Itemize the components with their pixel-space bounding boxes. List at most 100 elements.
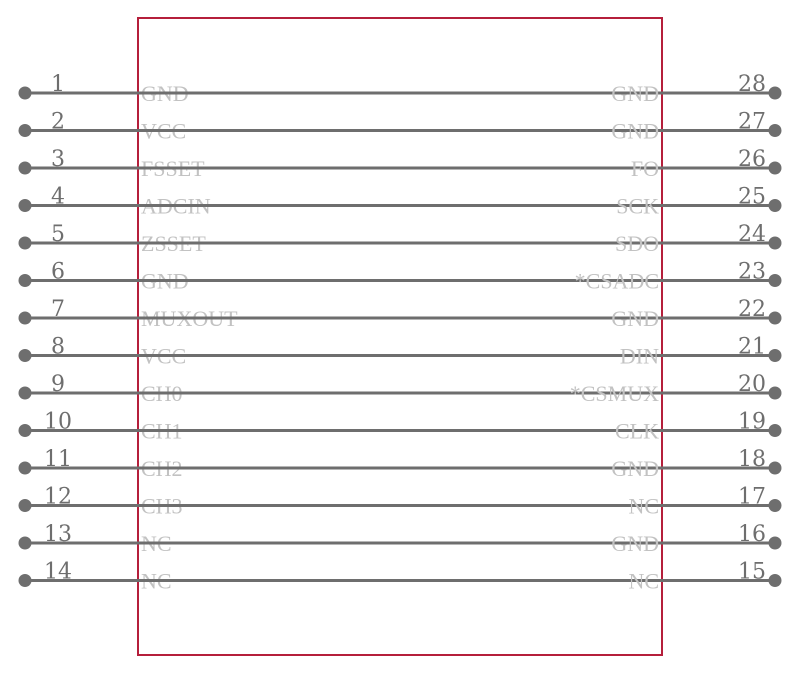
pin-number: 7 [51,297,65,322]
pin-number: 19 [738,410,766,435]
pin-number: 1 [51,72,65,97]
pin-number: 28 [738,72,766,97]
pin-name-label: SCK [616,194,659,219]
pin-number: 8 [51,335,65,360]
pin-terminal-dot [768,124,782,137]
pin-terminal-dot [768,424,782,437]
pin-terminal-dot [768,536,782,550]
pin-number: 13 [44,522,72,547]
pin-number: 9 [51,372,65,397]
pin-number: 27 [738,110,766,135]
pin-name-label: *CSADC [575,269,659,294]
pin-terminal-dot [18,236,32,250]
pin-number: 2 [51,110,65,135]
pin-name-label: CLK [615,419,659,444]
pin-terminal-dot [18,386,32,400]
pin-number: 11 [44,447,72,472]
pin-terminal-dot [18,86,32,100]
pin-16: 16 GND [138,522,782,556]
pin-name-label: GND [611,456,659,481]
pin-name-label: GND [611,306,659,331]
pin-name-label: GND [611,119,659,144]
pin-terminal-dot [768,86,782,100]
right-pin-group: 28GND27GND26FO25SCK24SDO23*CSADC22GND21D… [138,72,782,594]
pin-terminal-dot [768,161,782,175]
pin-terminal-dot [18,461,32,475]
pin-terminal-dot [768,274,782,287]
pin-name-label: DIN [620,344,659,369]
pin-terminal-dot [18,311,32,325]
pin-terminal-dot [768,236,782,250]
pin-number: 24 [738,222,766,247]
pin-terminal-dot [768,574,782,587]
pin-number: 3 [51,147,65,172]
pin-18: 18 GND [138,447,782,481]
pin-terminal-dot [18,274,32,287]
pin-number: 22 [738,297,766,322]
pin-name-label: *CSMUX [570,381,659,406]
pin-name-label: NC [628,569,659,594]
pin-terminal-dot [18,499,32,512]
pin-name-label: FO [631,156,659,181]
pin-terminal-dot [768,461,782,475]
pin-19: 19 CLK [138,410,782,444]
pin-23: 23 *CSADC [138,260,782,294]
pin-number: 21 [738,335,766,360]
pin-terminal-dot [768,199,782,212]
pin-name-label: NC [628,494,659,519]
pin-25: 25 SCK [138,185,782,219]
pin-terminal-dot [768,499,782,512]
pin-terminal-dot [18,124,32,137]
pin-terminal-dot [768,349,782,362]
pin-number: 5 [51,222,65,247]
pin-number: 10 [44,410,72,435]
pin-21: 21 DIN [138,335,782,369]
pin-terminal-dot [18,536,32,550]
pin-terminal-dot [768,386,782,400]
pin-number: 18 [738,447,766,472]
pin-number: 6 [51,260,65,285]
ic-body-outline [137,17,663,656]
pin-number: 12 [44,485,72,510]
pin-terminal-dot [18,161,32,175]
pin-number: 17 [738,485,766,510]
pin-number: 23 [738,260,766,285]
pin-17: 17 NC [138,485,782,519]
pin-number: 15 [738,560,766,585]
pin-number: 14 [44,560,72,585]
pin-15: 15 NC [138,560,782,594]
pin-terminal-dot [768,311,782,325]
pin-28: 28 GND [138,72,782,106]
pin-number: 25 [738,185,766,210]
pin-number: 16 [738,522,766,547]
pin-number: 4 [51,185,65,210]
pin-terminal-dot [18,424,32,437]
pin-name-label: GND [611,531,659,556]
pin-number: 20 [738,372,766,397]
pin-name-label: GND [611,81,659,106]
pin-22: 22 GND [138,297,782,331]
pin-terminal-dot [18,574,32,587]
pin-terminal-dot [18,199,32,212]
pin-27: 27 GND [138,110,782,144]
pin-terminal-dot [18,349,32,362]
pin-26: 26 FO [138,147,782,181]
pin-number: 26 [738,147,766,172]
